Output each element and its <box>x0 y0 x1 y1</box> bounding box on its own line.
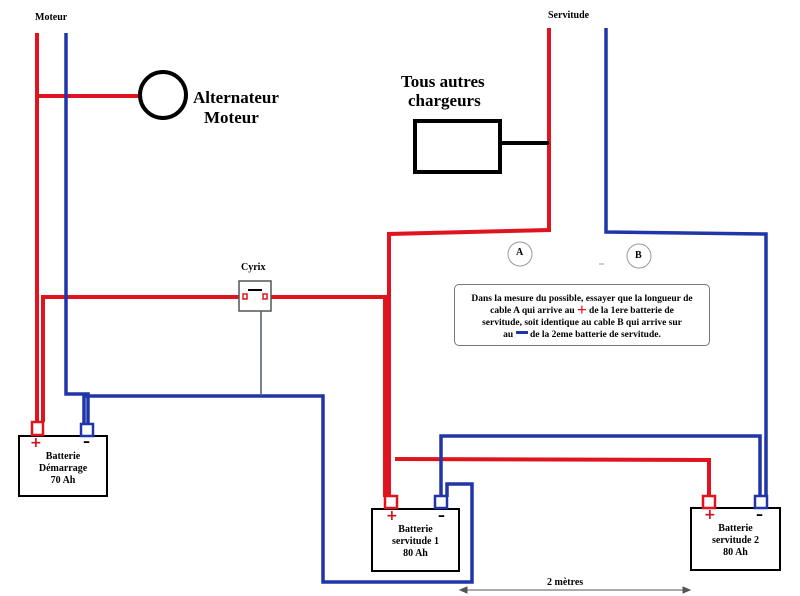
terminal-demarrage-positive <box>30 420 45 437</box>
service-link-negative-wire <box>439 434 762 497</box>
cyrix-to-service-positive-wire <box>270 295 387 497</box>
cable-length-note: Dans la mesure du possible, essayer que … <box>454 284 710 346</box>
note-line-2-after: de la 1ere batterie de <box>589 306 674 316</box>
note-line-1: Dans la mesure du possible, essayer que … <box>471 294 693 304</box>
cable-a-positive-wire <box>387 28 551 497</box>
note-line-3: servitude, soit identique au cable B qui… <box>482 318 682 328</box>
alternator-label-line2: Moteur <box>204 108 259 127</box>
battery-servitude-2-line1: Batterie <box>718 523 753 534</box>
battery-servitude-1-label: Batterie servitude 1 80 Ah <box>372 524 459 560</box>
chargers-label-line1: Tous autres <box>401 72 485 91</box>
battery-demarrage-line2: Démarrage <box>38 463 88 474</box>
negative-symbol-icon <box>515 331 528 334</box>
battery-servitude-2-line2: servitude 2 <box>712 535 759 546</box>
battery-demarrage-label: Batterie Démarrage 70 Ah <box>19 451 107 487</box>
terminal-servitude-2-positive <box>701 494 717 510</box>
distance-dimension <box>458 586 692 594</box>
servitude-2-minus-sign: – <box>756 507 763 523</box>
battery-demarrage-line1: Batterie <box>45 451 81 462</box>
battery-servitude-2-body <box>690 507 781 571</box>
battery-servitude-1-line3: 80 Ah <box>403 548 428 559</box>
terminal-servitude-2-negative <box>753 494 769 510</box>
ground-return-wire <box>82 394 474 584</box>
cable-b-negative-wire <box>604 28 768 497</box>
battery-servitude-1-body <box>371 508 460 572</box>
distance-label: 2 mètres <box>547 577 584 588</box>
terminal-servitude-1-negative <box>433 494 449 510</box>
servitude-1-plus-sign: + <box>386 508 398 524</box>
note-line-4-before: au <box>503 330 514 340</box>
cable-a-marker <box>507 241 533 267</box>
motor-negative-wire <box>64 33 90 425</box>
cyrix-positive-wire <box>41 295 240 422</box>
battery-servitude-2-label: Batterie servitude 2 80 Ah <box>691 523 780 559</box>
cyrix-terminal-left <box>242 293 248 300</box>
demarrage-minus-sign: – <box>83 434 90 450</box>
battery-servitude-1-line2: servitude 1 <box>392 536 439 547</box>
cable-b-marker <box>626 243 652 269</box>
demarrage-plus-sign: + <box>30 435 42 451</box>
cyrix-terminal-right <box>262 293 268 300</box>
note-line-2: cable A qui arrive au + de la 1ere batte… <box>459 301 705 318</box>
chargers-box <box>413 119 502 174</box>
terminal-demarrage-negative <box>79 422 95 438</box>
servitude-2-plus-sign: + <box>704 507 716 523</box>
terminal-servitude-1-positive <box>383 494 399 510</box>
servitude-label: Servitude <box>548 10 590 21</box>
battery-servitude-1-line1: Batterie <box>398 524 433 535</box>
battery-servitude-2-line3: 80 Ah <box>723 547 748 558</box>
battery-terminals <box>30 420 769 510</box>
positive-wires <box>35 28 711 497</box>
alternator-symbol <box>138 70 188 120</box>
note-line-4-after: de la 2eme batterie de servitude. <box>529 330 661 340</box>
cable-b-label: B <box>635 250 642 261</box>
positive-symbol-icon: + <box>576 300 587 319</box>
cyrix-label: Cyrix <box>241 262 266 273</box>
note-line-2-before: cable A qui arrive au <box>490 306 575 316</box>
chargers-label-line2: chargeurs <box>408 91 481 110</box>
negative-wires <box>64 28 768 584</box>
battery-demarrage-line3: 70 Ah <box>50 475 76 486</box>
servitude-1-minus-sign: – <box>438 508 445 524</box>
cable-a-label: A <box>516 247 524 258</box>
battery-demarrage-body <box>18 435 108 497</box>
moteur-label: Moteur <box>35 12 68 23</box>
service-link-positive-wire <box>394 457 711 497</box>
alternator-label-line1: Alternateur <box>193 88 279 107</box>
note-line-4: au de la 2eme batterie de servitude. <box>459 329 705 341</box>
